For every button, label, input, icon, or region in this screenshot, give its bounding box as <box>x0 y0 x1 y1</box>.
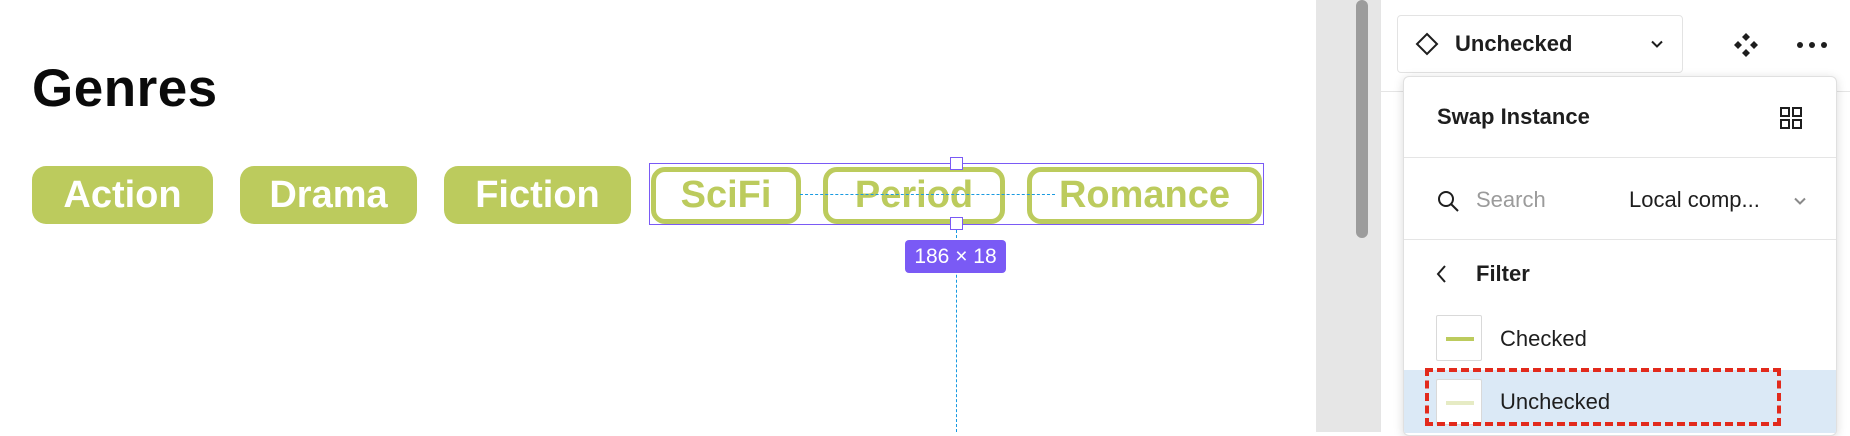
chip-scifi[interactable]: SciFi <box>651 167 801 224</box>
annotation-highlight <box>1425 368 1781 426</box>
panel-gutter <box>1316 0 1380 432</box>
spacing-guide-horizontal <box>800 194 1055 195</box>
popover-divider <box>1404 239 1836 240</box>
search-icon <box>1434 187 1462 215</box>
component-instance-icon <box>1415 32 1439 56</box>
chip-period[interactable]: Period <box>823 167 1005 224</box>
chip-romance[interactable]: Romance <box>1027 167 1262 224</box>
search-input[interactable]: Search <box>1476 187 1546 212</box>
chip-action[interactable]: Action <box>32 166 213 224</box>
swap-components-icon[interactable] <box>1730 29 1762 61</box>
list-item-label: Unchecked <box>1500 389 1611 414</box>
chip-drama[interactable]: Drama <box>240 166 417 224</box>
page-title: Genres <box>32 59 218 118</box>
canvas-scrollbar[interactable] <box>1356 0 1368 238</box>
component-thumbnail <box>1436 315 1482 361</box>
grid-view-icon[interactable] <box>1776 103 1806 133</box>
library-scope-select[interactable]: Local comp... <box>1629 187 1760 212</box>
spacing-guide-vertical <box>956 230 957 432</box>
popover-title: Swap Instance <box>1437 104 1590 129</box>
instance-name: Unchecked <box>1455 31 1573 56</box>
swap-instance-popover: Swap Instance Search Local comp... Filte… <box>1403 76 1837 436</box>
list-item[interactable]: Checked <box>1404 307 1836 370</box>
filter-back-label[interactable]: Filter <box>1476 261 1530 286</box>
resize-handle-top[interactable] <box>950 157 963 170</box>
resize-handle-bottom[interactable] <box>950 217 963 230</box>
list-item-label: Checked <box>1500 326 1587 351</box>
dimension-badge: 186 × 18 <box>905 240 1006 273</box>
chevron-down-icon[interactable] <box>1788 189 1812 213</box>
chip-fiction[interactable]: Fiction <box>444 166 631 224</box>
design-canvas[interactable]: Genres Action Drama Fiction SciFi Period… <box>0 0 1316 432</box>
chevron-left-icon[interactable] <box>1430 260 1454 288</box>
more-options-icon[interactable] <box>1794 29 1830 61</box>
popover-divider <box>1404 157 1836 158</box>
instance-dropdown[interactable]: Unchecked <box>1397 15 1683 73</box>
component-thumbnail <box>1436 379 1482 425</box>
chevron-down-icon <box>1648 35 1666 53</box>
